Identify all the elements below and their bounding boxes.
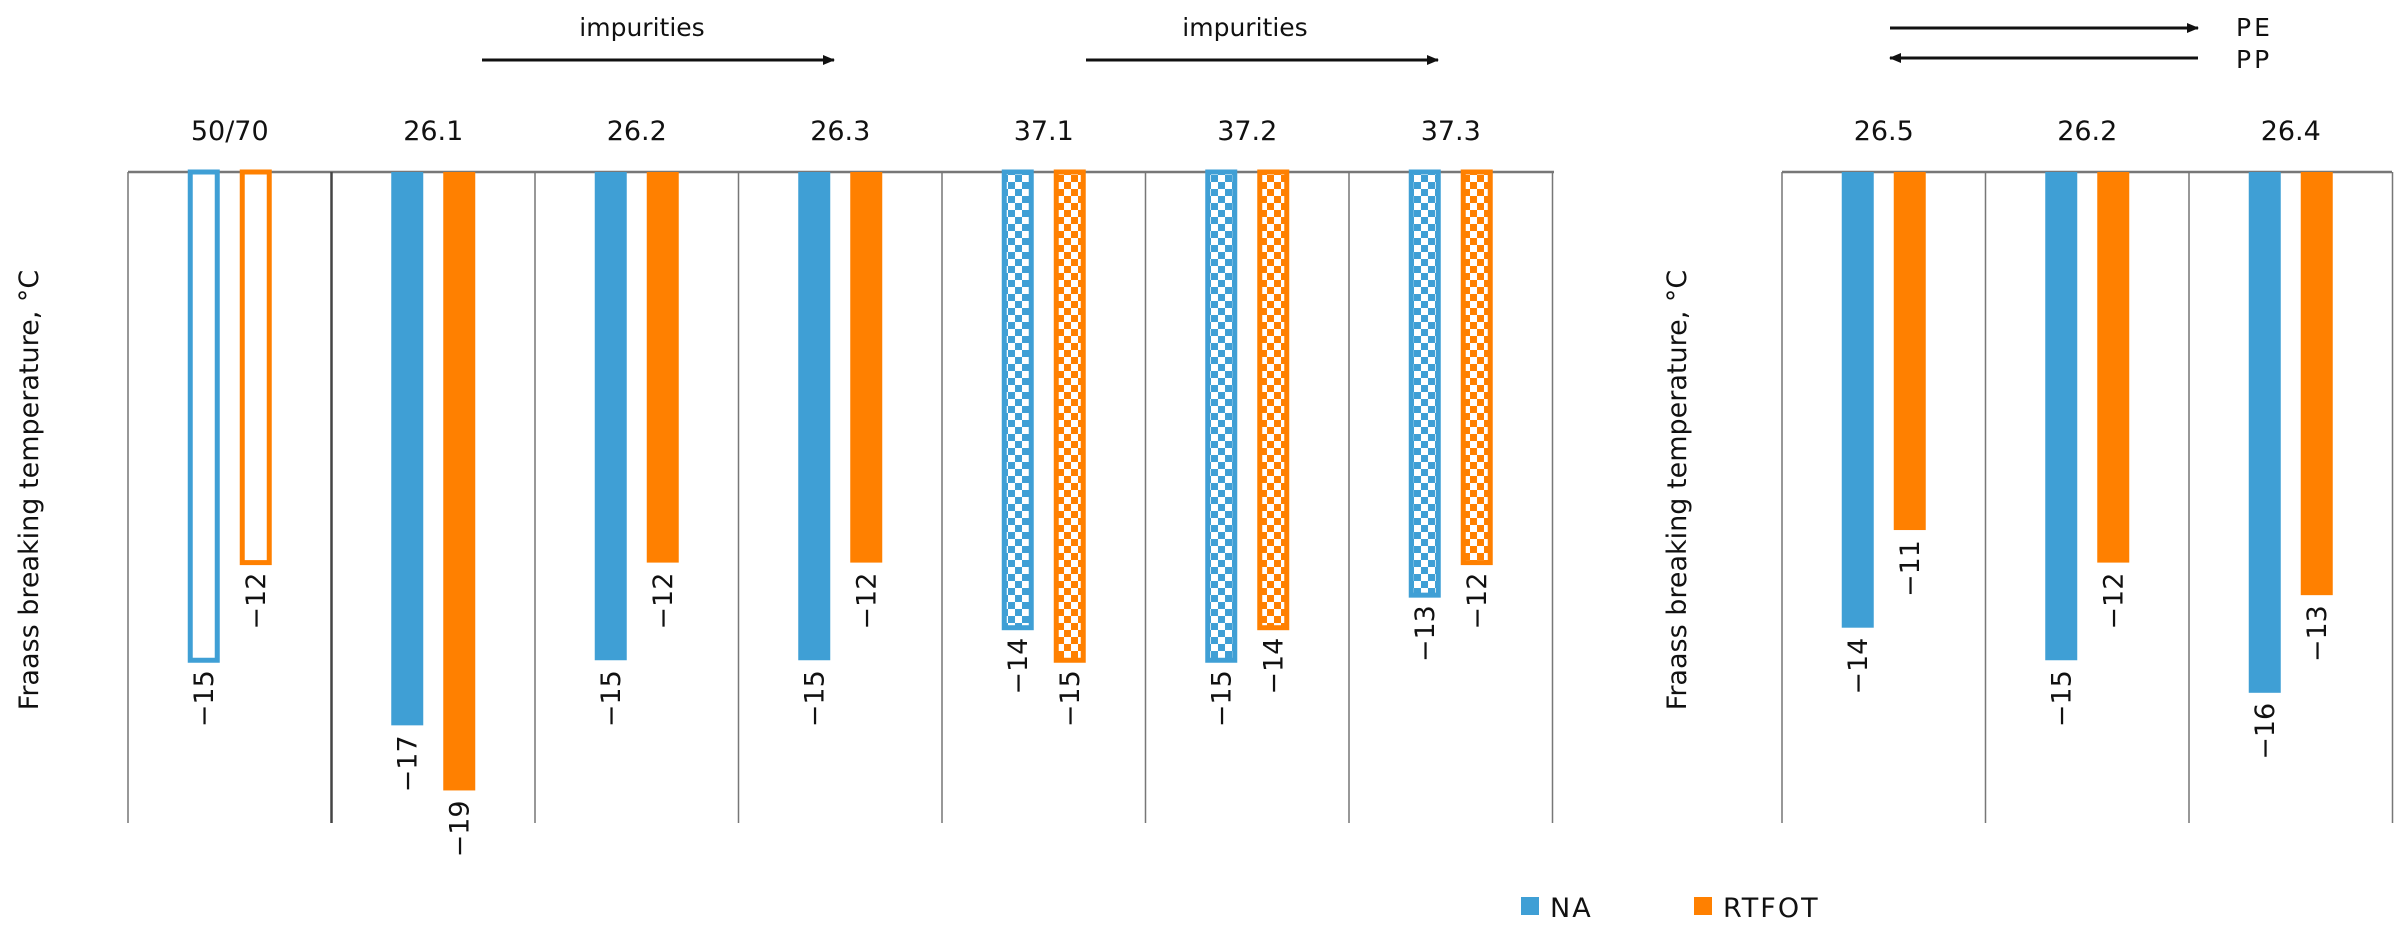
bar-na <box>594 172 627 661</box>
data-label-rtfot: −15 <box>1055 670 1086 727</box>
bar-rtfot <box>1053 169 1086 663</box>
data-label-na: −15 <box>799 670 830 727</box>
data-label-rtfot: −11 <box>1895 540 1926 597</box>
bar-na <box>798 172 831 661</box>
category-label: 37.3 <box>1421 116 1481 147</box>
data-label-na: −15 <box>1206 670 1237 727</box>
data-label-na: −15 <box>189 670 220 727</box>
bar-rtfot <box>1257 169 1290 631</box>
category-label: 26.2 <box>607 116 667 147</box>
bar-rtfot <box>1460 169 1493 566</box>
category-label: 26.2 <box>2057 116 2117 147</box>
category-label: 37.2 <box>1217 116 1277 147</box>
category-label: 26.3 <box>810 116 870 147</box>
data-label-na: −14 <box>1843 638 1874 695</box>
data-label-na: −15 <box>2046 670 2077 727</box>
data-label-rtfot: −12 <box>2098 573 2129 630</box>
bar-rtfot <box>443 172 476 791</box>
data-label-na: −16 <box>2250 703 2281 760</box>
chart-marks: 50/70 −15 −12 26.1 −17 −19 26.2 −15 −12 26.3 −15 −1… <box>187 116 2333 857</box>
legend-label-rtfot: RTFOT <box>1723 893 1820 924</box>
category-label: 26.5 <box>1854 116 1914 147</box>
category-label: 26.1 <box>403 116 463 147</box>
bar-na <box>1205 169 1238 663</box>
data-label-na: −15 <box>596 670 627 727</box>
data-label-na: −13 <box>1410 605 1441 662</box>
category-label: 50/70 <box>191 116 269 147</box>
legend: NA RTFOT <box>1521 893 1820 924</box>
legend-swatch-rtfot <box>1694 897 1712 915</box>
data-label-rtfot: −19 <box>444 800 475 857</box>
bar-na <box>1001 169 1034 631</box>
category-label: 37.1 <box>1014 116 1074 147</box>
category-label: 26.4 <box>2261 116 2321 147</box>
bar-rtfot <box>1893 172 1926 531</box>
bar-na <box>2045 172 2078 661</box>
data-label-rtfot: −12 <box>241 573 272 630</box>
bar-na <box>391 172 424 726</box>
bar-na <box>2248 172 2281 693</box>
bar-rtfot <box>646 172 679 563</box>
data-label-rtfot: −14 <box>1258 638 1289 695</box>
y-axis-title-right: Fraass breaking temperature, °C <box>1662 270 1693 710</box>
data-label-rtfot: −12 <box>851 573 882 630</box>
data-label-na: −14 <box>1003 638 1034 695</box>
data-label-na: −17 <box>392 735 423 792</box>
bar-rtfot <box>2097 172 2130 563</box>
pe-label: PE <box>2236 13 2273 42</box>
y-axis-title-left: Fraass breaking temperature, °C <box>14 270 45 710</box>
bar-na <box>1841 172 1874 628</box>
impurities-label-1: impurities <box>579 13 704 42</box>
bar-na <box>1408 169 1441 598</box>
data-label-rtfot: −12 <box>1462 573 1493 630</box>
bar-na <box>187 169 220 663</box>
axes <box>127 170 2394 823</box>
legend-swatch-na <box>1521 897 1539 915</box>
legend-label-na: NA <box>1550 893 1593 924</box>
data-label-rtfot: −13 <box>2302 605 2333 662</box>
pp-label: PP <box>2236 45 2272 74</box>
bar-rtfot <box>2300 172 2333 596</box>
impurities-label-2: impurities <box>1182 13 1307 42</box>
bar-rtfot <box>239 169 272 566</box>
bar-rtfot <box>850 172 883 563</box>
data-label-rtfot: −12 <box>648 573 679 630</box>
